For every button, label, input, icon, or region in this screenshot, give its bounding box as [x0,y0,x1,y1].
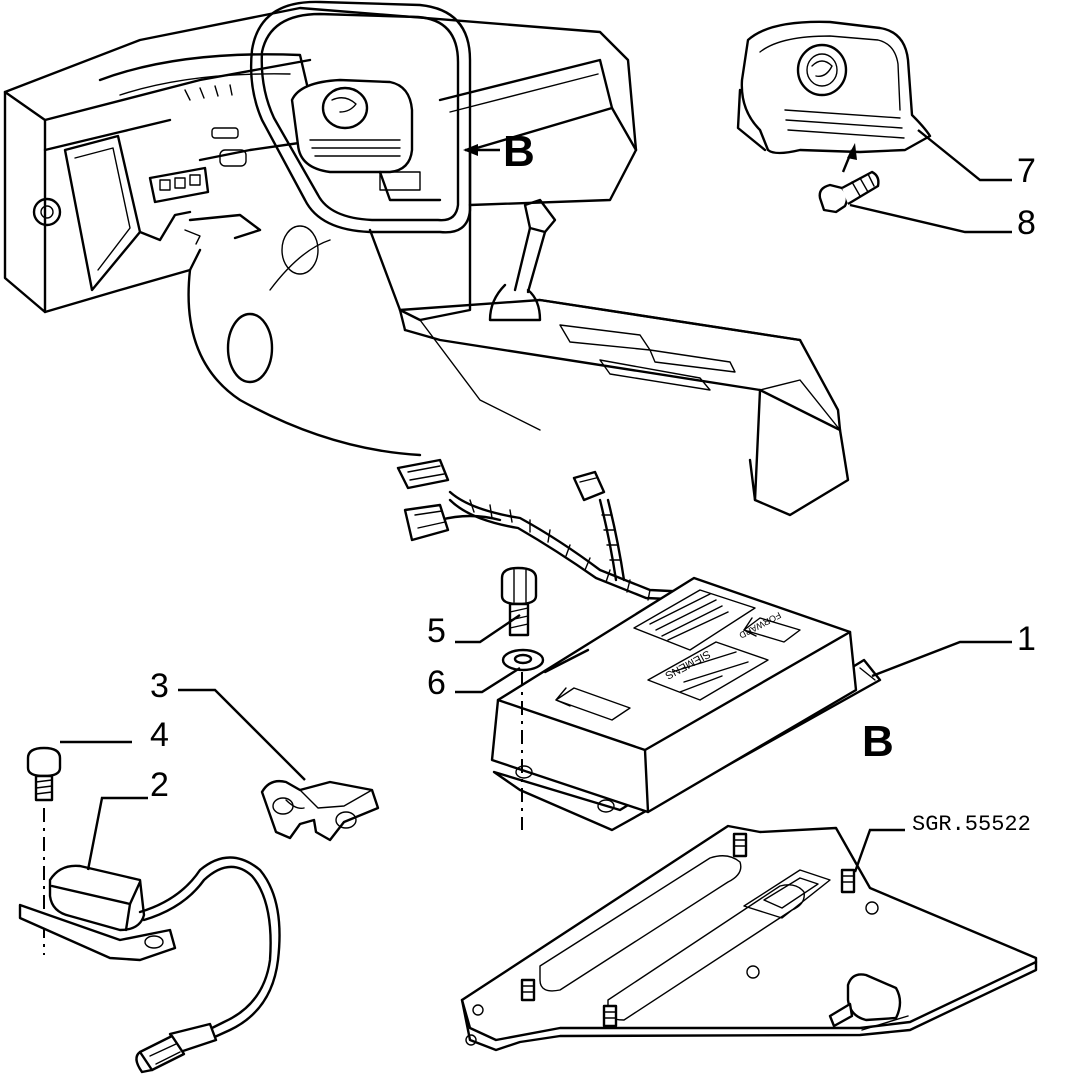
wiring-harness [396,458,692,602]
screw-8 [818,143,880,214]
screw-4 [26,746,62,802]
callout-numbers: 1 2 3 4 5 6 7 8 [150,152,1036,804]
view-label-b-main: B [862,717,894,766]
airbag-cover [736,20,932,155]
callout-5: 5 [427,612,446,650]
leader-lines [60,129,1012,873]
mounting-bracket [460,824,1038,1052]
crash-sensor [18,856,281,1074]
washer-6 [501,648,545,672]
callout-3: 3 [150,667,169,705]
callout-2: 2 [150,766,169,804]
callout-8: 8 [1017,204,1036,242]
clip-3 [260,779,380,842]
center-console [368,198,850,517]
view-label-b-top: B [503,127,535,176]
callout-6: 6 [427,664,446,702]
callout-4: 4 [150,716,169,754]
airbag-control-unit: SIEMENS FORWARD [490,576,882,832]
steering-wheel [249,0,472,234]
bolt-5 [500,566,538,637]
callout-1: 1 [1017,620,1036,658]
view-b-indicator-top: B [463,127,535,176]
drawing-reference: SGR.55522 [912,812,1031,837]
callout-7: 7 [1017,152,1036,190]
